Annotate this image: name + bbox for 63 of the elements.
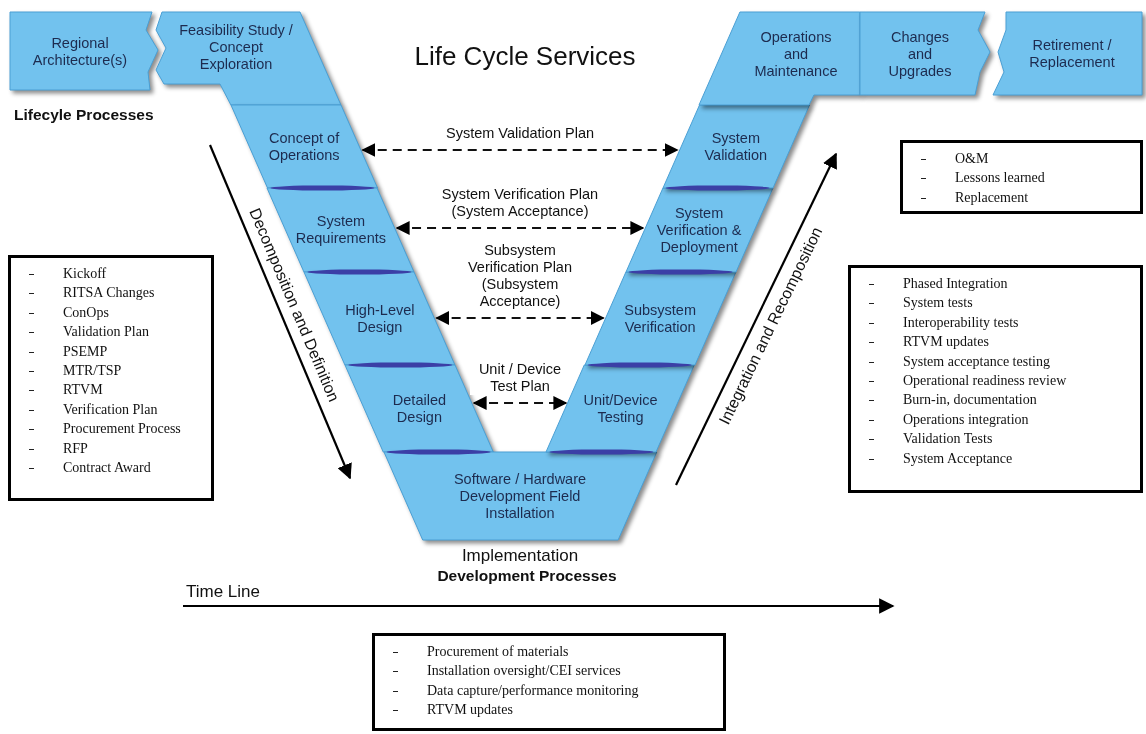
- list-item: System Acceptance: [859, 448, 1132, 469]
- dashed-double-arrow: [395, 221, 645, 235]
- process-band: [662, 105, 810, 188]
- list-item: Verification Plan: [19, 399, 203, 420]
- process-band: [156, 12, 341, 105]
- band-label: System Requirements: [295, 213, 388, 246]
- list-box: [848, 265, 1143, 493]
- list-item: Replacement: [911, 187, 1132, 208]
- band-label: System Verification & Deployment: [655, 204, 743, 256]
- node-label: Implementation: [461, 546, 579, 566]
- list-item: RTVM updates: [859, 332, 1132, 352]
- dashed-double-arrow: [361, 143, 679, 157]
- process-band: [10, 12, 158, 90]
- list-box: [372, 633, 726, 731]
- process-band: [993, 12, 1142, 95]
- list-item: Burn-in, documentation: [859, 390, 1132, 410]
- process-band: [230, 105, 378, 188]
- diagram-title: Life Cycle Services: [414, 40, 636, 72]
- list-item: O&M: [911, 149, 1132, 169]
- section-heading: Lifecyle Processes: [14, 106, 154, 124]
- band-label: Operations and Maintenance: [753, 28, 839, 80]
- list-item: Installation oversight/CEI services: [383, 661, 715, 681]
- band-label: Concept of Operations: [267, 129, 341, 164]
- dashed-double-arrow: [472, 396, 568, 410]
- list-item: Interoperability tests: [859, 312, 1132, 333]
- band-label: Retirement / Replacement: [1028, 37, 1116, 71]
- process-band: [860, 12, 990, 95]
- list-item: MTR/TSP: [19, 361, 203, 381]
- list-item: RFP: [19, 438, 203, 459]
- band-label: Detailed Design: [391, 391, 448, 426]
- list-item: RTVM: [19, 380, 203, 400]
- list-item: Lessons learned: [911, 168, 1132, 188]
- list-box: [900, 140, 1143, 214]
- band-label: Changes and Upgrades: [887, 28, 953, 80]
- band-label: Unit/Device Testing: [582, 391, 659, 426]
- section-heading: Development Processes: [437, 567, 617, 585]
- axis-title: Time Line: [186, 582, 260, 602]
- list-item: Kickoff: [19, 264, 203, 284]
- list-box: [8, 255, 214, 501]
- band-label: High-Level Design: [344, 301, 416, 336]
- list-item: RTVM updates: [383, 700, 715, 720]
- list-item: Validation Tests: [859, 429, 1132, 449]
- band-label: Software / Hardware Development Field Installation: [452, 470, 588, 522]
- band-label: Feasibility Study / Concept Exploration: [178, 21, 294, 73]
- process-band: [383, 452, 657, 540]
- list-item: Data capture/performance monitoring: [383, 680, 715, 701]
- list-item: Operational readiness review: [859, 371, 1132, 391]
- list-item: System tests: [859, 293, 1132, 313]
- list-item: PSEMP: [19, 341, 203, 362]
- list-item: ConOps: [19, 302, 203, 323]
- band-label: Subsystem Verification: [623, 301, 697, 336]
- dashed-double-arrow: [435, 311, 605, 325]
- list-item: Validation Plan: [19, 322, 203, 342]
- list-item: System acceptance testing: [859, 351, 1132, 372]
- list-item: Procurement of materials: [383, 642, 715, 662]
- band-label: Regional Architecture(s): [31, 35, 129, 69]
- band-label: System Validation: [703, 129, 769, 164]
- process-band: [699, 12, 860, 105]
- list-item: Operations integration: [859, 409, 1132, 430]
- list-item: RITSA Changes: [19, 283, 203, 303]
- list-item: Contract Award: [19, 458, 203, 478]
- list-item: Phased Integration: [859, 274, 1132, 294]
- list-item: Procurement Process: [19, 419, 203, 439]
